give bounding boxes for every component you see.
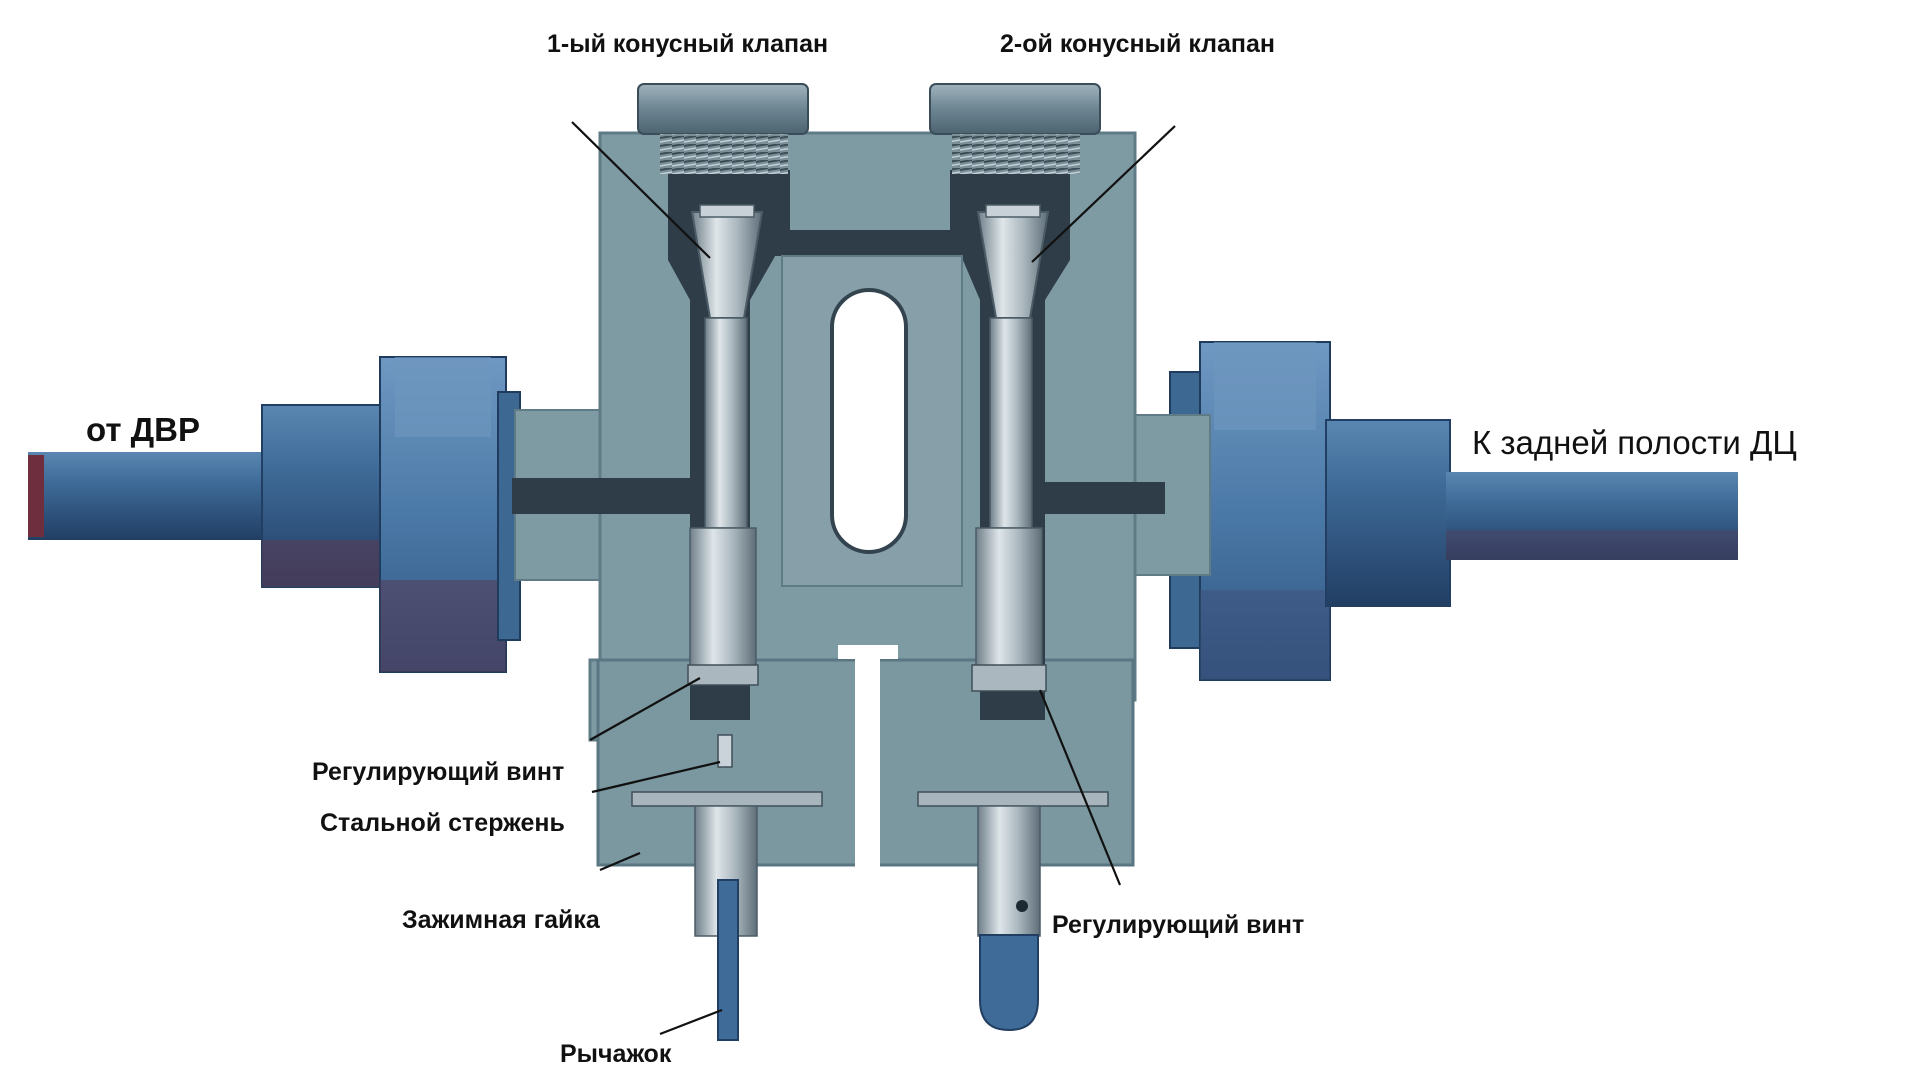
right-valve-stem-upper bbox=[989, 317, 1033, 529]
label-lever: Рычажок bbox=[560, 1040, 672, 1067]
label-adj-screw-right: Регулирующий винт bbox=[1052, 911, 1304, 939]
outlet-hex-nut-shade bbox=[1200, 590, 1330, 680]
leader-valve1 bbox=[571, 121, 711, 259]
lever bbox=[717, 879, 739, 1041]
right-stem-tip bbox=[979, 934, 1039, 1032]
inlet-pipe-rust-tip bbox=[28, 455, 44, 537]
label-valve2: 2-ой конусный клапан bbox=[1000, 30, 1275, 58]
right-adjusting-screw bbox=[971, 664, 1047, 692]
inlet-pipe bbox=[28, 452, 268, 540]
right-plate bbox=[917, 791, 1109, 807]
outlet-pipe bbox=[1446, 472, 1738, 560]
right-stem-pin-hole bbox=[1016, 900, 1028, 912]
center-slot bbox=[855, 645, 880, 870]
center-slot-notch bbox=[838, 645, 898, 659]
label-outlet: К задней полости ДЦ bbox=[1472, 424, 1797, 461]
left-cone-cap bbox=[699, 204, 755, 218]
label-steel-rod: Стальной стержень bbox=[320, 809, 565, 837]
left-valve-stem-lower bbox=[689, 527, 757, 671]
left-valve-stem-upper bbox=[704, 317, 748, 529]
leader-lines bbox=[571, 121, 1176, 1036]
leader-steel-rod bbox=[591, 760, 721, 794]
outlet-pipe-fitting bbox=[1325, 419, 1451, 607]
leader-lever bbox=[659, 1008, 723, 1036]
right-cap bbox=[929, 83, 1101, 135]
label-clamp-nut: Зажимная гайка bbox=[402, 906, 601, 934]
inlet-channel bbox=[512, 478, 692, 514]
label-inlet: от ДВР bbox=[86, 411, 200, 448]
outlet-hex-nut-face bbox=[1214, 342, 1316, 430]
left-plate bbox=[631, 791, 823, 807]
center-panel bbox=[781, 255, 963, 587]
leader-clamp-nut bbox=[599, 851, 641, 872]
top-caps bbox=[637, 83, 1101, 174]
top-crossover-channel bbox=[760, 230, 980, 256]
left-adjusting-screw bbox=[687, 664, 759, 686]
leader-adj-screw-right bbox=[1038, 689, 1122, 886]
leader-adj-screw-left bbox=[589, 677, 701, 741]
leader-valve2 bbox=[1031, 125, 1176, 263]
center-window bbox=[830, 288, 908, 554]
right-cone-cap bbox=[985, 204, 1041, 218]
left-cap-threads bbox=[660, 134, 788, 174]
right-cap-threads bbox=[952, 134, 1080, 174]
right-valve-stem-lower bbox=[975, 527, 1043, 671]
label-valve1: 1-ый конусный клапан bbox=[547, 30, 828, 58]
left-steel-rod bbox=[717, 734, 733, 768]
left-cap bbox=[637, 83, 809, 135]
inlet-hex-nut-shade bbox=[380, 580, 506, 672]
right-valve-assembly bbox=[917, 204, 1109, 1032]
label-adj-screw-left: Регулирующий винт bbox=[312, 758, 564, 786]
right-lower-stem bbox=[977, 805, 1041, 937]
left-valve-assembly bbox=[631, 204, 823, 1041]
outlet-pipe-shade bbox=[1446, 530, 1738, 560]
outlet-channel bbox=[1045, 482, 1165, 514]
inlet-hex-nut-face bbox=[395, 357, 491, 437]
inlet-pipe-fitting-shade bbox=[262, 540, 394, 587]
inlet-pipe-assembly bbox=[28, 356, 521, 673]
labels: 1-ый конусный клапан 2-ой конусный клапа… bbox=[86, 30, 1797, 1067]
